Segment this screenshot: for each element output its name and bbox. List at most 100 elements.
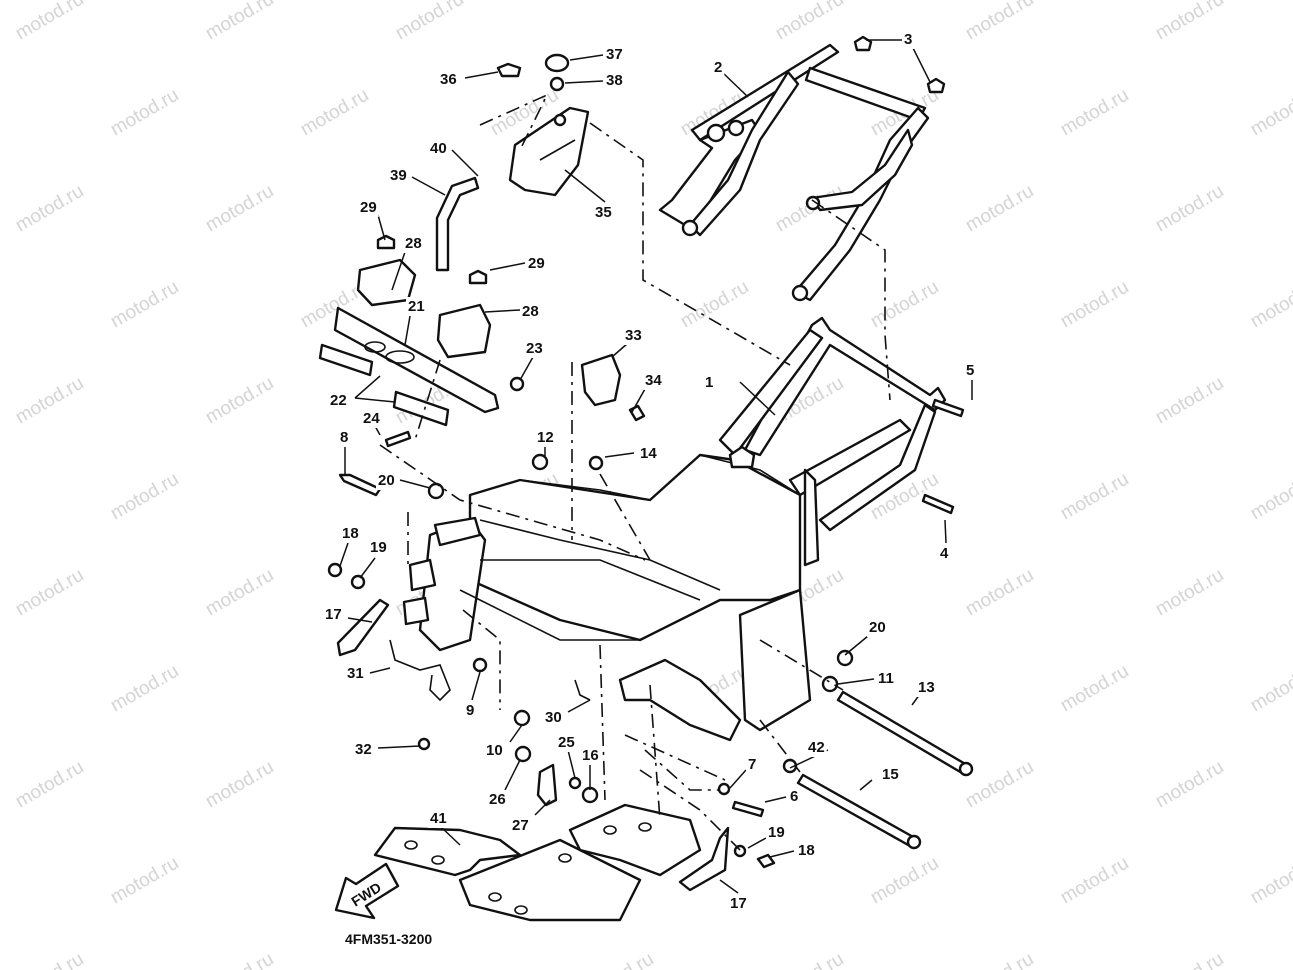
assembly-lines bbox=[379, 93, 891, 851]
callout-37: 37 bbox=[606, 46, 623, 63]
callout-backing bbox=[428, 809, 449, 828]
callout-30: 30 bbox=[545, 709, 562, 726]
wire-clamp-31 bbox=[389, 639, 451, 702]
callout-2: 2 bbox=[714, 59, 722, 76]
callout-5: 5 bbox=[966, 362, 974, 379]
callout-backing bbox=[338, 428, 351, 447]
callout-42: 42 bbox=[808, 739, 825, 756]
callout-32: 32 bbox=[355, 741, 372, 758]
callout-backing bbox=[487, 790, 508, 809]
callout-28-upper: 28 bbox=[405, 235, 422, 252]
callout-38: 38 bbox=[606, 72, 623, 89]
callout-backing bbox=[340, 524, 361, 543]
callout-backing bbox=[328, 391, 349, 410]
callout-36: 36 bbox=[440, 71, 457, 88]
callout-backing bbox=[796, 841, 817, 860]
callout-41: 41 bbox=[430, 810, 447, 827]
callout-backing bbox=[358, 198, 379, 217]
callout-backing bbox=[880, 765, 901, 784]
bolt-13-head bbox=[958, 761, 974, 777]
callout-backing bbox=[524, 339, 545, 358]
wire-clamp-30 bbox=[574, 679, 591, 701]
bracket-27 bbox=[536, 763, 558, 807]
callout-backing bbox=[766, 823, 787, 842]
fasteners bbox=[327, 376, 965, 869]
leader-lines bbox=[339, 39, 973, 894]
callout-13: 13 bbox=[918, 679, 935, 696]
callout-28-lower: 28 bbox=[522, 303, 539, 320]
callout-backing bbox=[788, 787, 801, 806]
callout-backing bbox=[593, 203, 614, 222]
callout-31: 31 bbox=[347, 665, 364, 682]
callout-backing bbox=[343, 930, 435, 948]
bolt-15 bbox=[796, 773, 917, 848]
bracket-33 bbox=[580, 353, 622, 407]
callout-6: 6 bbox=[790, 788, 798, 805]
callout-8: 8 bbox=[340, 429, 348, 446]
callout-20-right: 20 bbox=[869, 619, 886, 636]
forward-direction-arrow: FWD bbox=[334, 862, 400, 920]
bolt-15-head bbox=[906, 834, 922, 850]
callout-35: 35 bbox=[595, 204, 612, 221]
callout-backing bbox=[464, 701, 477, 720]
callout-40: 40 bbox=[430, 140, 447, 157]
callout-24: 24 bbox=[363, 410, 380, 427]
callout-backing bbox=[361, 409, 383, 428]
callout-backing bbox=[623, 326, 644, 345]
callout-backing bbox=[902, 30, 915, 49]
callout-backing bbox=[543, 708, 564, 727]
callout-17-left: 17 bbox=[325, 606, 342, 623]
callout-backing bbox=[876, 669, 896, 688]
callout-backing bbox=[916, 678, 937, 697]
callout-backing bbox=[438, 70, 459, 89]
callout-backing bbox=[867, 618, 888, 637]
bolt-29-lower bbox=[468, 269, 488, 285]
callout-backing bbox=[938, 544, 951, 563]
callout-23: 23 bbox=[526, 340, 543, 357]
callout-15: 15 bbox=[882, 766, 899, 783]
callout-backing bbox=[604, 71, 625, 90]
callout-backing bbox=[388, 166, 409, 185]
reservoir-cap bbox=[544, 53, 570, 73]
callout-backing bbox=[728, 894, 749, 913]
callout-backing bbox=[604, 45, 625, 64]
callout-33: 33 bbox=[625, 327, 642, 344]
diagram-code: 4FM351-3200 bbox=[345, 931, 432, 947]
callout-backing bbox=[353, 740, 374, 759]
callout-17-right: 17 bbox=[730, 895, 747, 912]
callout-27: 27 bbox=[512, 817, 529, 834]
reservoir-bolt bbox=[496, 62, 522, 78]
main-frame bbox=[402, 316, 947, 742]
callout-7: 7 bbox=[748, 756, 756, 773]
callout-19-left: 19 bbox=[370, 539, 387, 556]
overflow-hose bbox=[435, 176, 480, 272]
callout-12: 12 bbox=[537, 429, 554, 446]
bracket-plate-21 bbox=[333, 306, 500, 414]
hanger-17-right bbox=[678, 826, 730, 892]
callout-backing bbox=[746, 755, 759, 774]
hanger-17-left bbox=[336, 598, 390, 657]
bolt-29-upper bbox=[376, 234, 396, 250]
callout-backing bbox=[403, 234, 424, 253]
callout-backing bbox=[643, 371, 665, 390]
callout-backing bbox=[556, 733, 577, 752]
callout-21: 21 bbox=[408, 298, 425, 315]
callout-9: 9 bbox=[466, 702, 474, 719]
callout-18-right: 18 bbox=[798, 842, 815, 859]
callout-22: 22 bbox=[330, 392, 347, 409]
reservoir-bushing bbox=[549, 76, 565, 92]
callout-backing bbox=[406, 297, 427, 316]
callout-backing bbox=[510, 816, 531, 835]
bracket-28-lower bbox=[436, 303, 492, 359]
callout-backing bbox=[428, 139, 449, 158]
callout-backing bbox=[484, 741, 505, 760]
callout-backing bbox=[964, 361, 977, 380]
coolant-reservoir bbox=[508, 106, 590, 197]
callout-14: 14 bbox=[640, 445, 657, 462]
callout-backing bbox=[368, 538, 389, 557]
callout-18-left: 18 bbox=[342, 525, 359, 542]
callout-26: 26 bbox=[489, 791, 506, 808]
callout-3: 3 bbox=[904, 31, 912, 48]
callout-11: 11 bbox=[878, 670, 894, 687]
